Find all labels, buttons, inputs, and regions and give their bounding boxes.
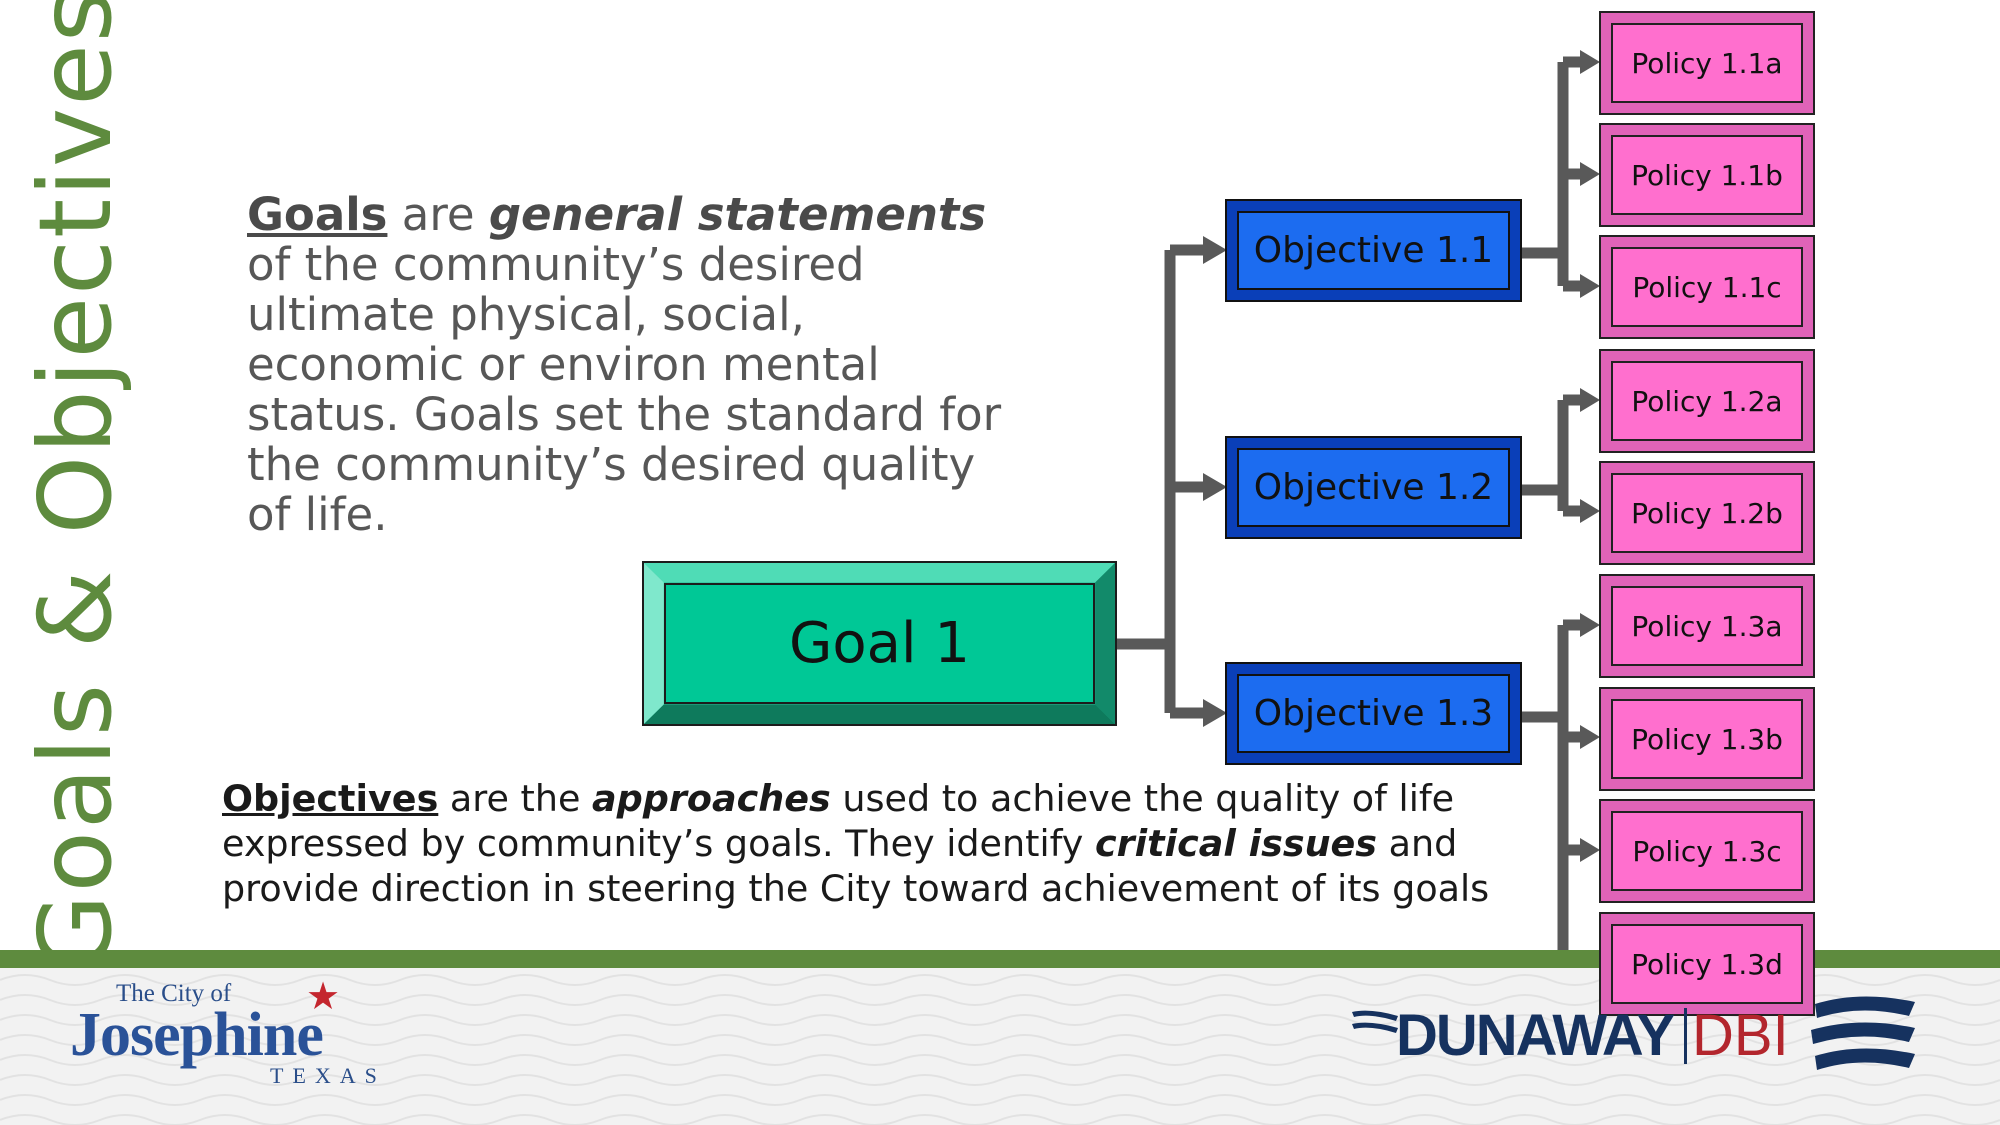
goals-keyword: Goals	[247, 188, 388, 241]
arrowhead	[1203, 473, 1227, 501]
city-logo-prefix: The City of	[116, 980, 232, 1007]
dunaway-logo: DUNAWAY DBI	[1350, 990, 1930, 1090]
policy-box-1-3c: Policy 1.3c	[1599, 799, 1815, 903]
dunaway-logo-name: DUNAWAY	[1396, 1003, 1675, 1068]
goal-bevel	[644, 563, 1115, 724]
objective-label: Objective 1.1	[1237, 211, 1510, 290]
arrowhead	[1580, 838, 1600, 862]
objectives-text-c: and provide direction in steering the Ci…	[222, 822, 1490, 910]
goal-label: Goal 1	[664, 583, 1095, 704]
policy-box-1-1c: Policy 1.1c	[1599, 235, 1815, 339]
objectives-keyword: Objectives	[222, 777, 439, 820]
city-logo-state: TEXAS	[270, 1063, 386, 1088]
policy-box-1-3a: Policy 1.3a	[1599, 574, 1815, 678]
connector-goal-trunk	[1117, 250, 1176, 713]
objective-box-1-1: Objective 1.1	[1225, 199, 1522, 302]
objective-label: Objective 1.3	[1237, 674, 1510, 753]
arrowhead	[1580, 162, 1600, 186]
dunaway-logo-suffix: DBI	[1692, 1003, 1789, 1068]
policy-label: Policy 1.3d	[1611, 924, 1803, 1004]
dunaway-logo-divider	[1684, 1008, 1687, 1064]
policy-label: Policy 1.3b	[1611, 699, 1803, 779]
speed-lines-icon	[1352, 1010, 1398, 1033]
city-logo: The City of ★ Josephine TEXAS	[60, 976, 440, 1090]
objectives-emphasis-1: approaches	[592, 777, 831, 820]
objectives-text-b: used to achieve the quality of life expr…	[222, 777, 1455, 865]
policy-box-1-1b: Policy 1.1b	[1599, 123, 1815, 227]
arrowhead	[1580, 613, 1600, 637]
goal-box: Goal 1	[642, 561, 1117, 726]
policy-box-1-3d: Policy 1.3d	[1599, 912, 1815, 1016]
policy-label: Policy 1.2b	[1611, 473, 1803, 553]
objectives-emphasis-2: critical issues	[1095, 822, 1378, 865]
objective-label: Objective 1.2	[1237, 448, 1510, 527]
policy-label: Policy 1.1b	[1611, 135, 1803, 215]
arrowhead	[1580, 388, 1600, 412]
policy-label: Policy 1.3c	[1611, 811, 1803, 891]
policy-box-1-1a: Policy 1.1a	[1599, 11, 1815, 115]
arrowhead	[1580, 499, 1600, 523]
goals-emphasis: general statements	[488, 188, 987, 241]
policy-label: Policy 1.3a	[1611, 586, 1803, 666]
goals-text-b: of the community’s desired ultimate phys…	[247, 238, 1002, 541]
objective-box-1-3: Objective 1.3	[1225, 662, 1522, 765]
goals-definition: Goals are general statements of the comm…	[247, 190, 1027, 540]
objectives-text-a: are the	[438, 777, 593, 820]
objectives-definition: Objectives are the approaches used to ac…	[222, 776, 1522, 911]
wave-emblem-icon	[1811, 996, 1915, 1070]
connector-obj-1-1-trunk	[1522, 62, 1569, 286]
city-logo-name: Josephine	[70, 1001, 324, 1069]
arrowhead	[1580, 50, 1600, 74]
connector-obj-1-2-trunk	[1522, 400, 1569, 511]
policy-label: Policy 1.1c	[1611, 247, 1803, 327]
arrowhead	[1580, 725, 1600, 749]
policy-label: Policy 1.2a	[1611, 361, 1803, 441]
goals-text-a: are	[387, 188, 489, 241]
footer-band	[0, 950, 2000, 968]
arrowhead	[1203, 699, 1227, 727]
policy-box-1-2b: Policy 1.2b	[1599, 461, 1815, 565]
policy-box-1-2a: Policy 1.2a	[1599, 349, 1815, 453]
connector-obj-1-3-trunk	[1522, 625, 1569, 963]
star-icon: ★	[306, 976, 341, 1018]
policy-label: Policy 1.1a	[1611, 23, 1803, 103]
arrowhead	[1580, 274, 1600, 298]
objective-box-1-2: Objective 1.2	[1225, 436, 1522, 539]
arrowhead	[1203, 236, 1227, 264]
policy-box-1-3b: Policy 1.3b	[1599, 687, 1815, 791]
